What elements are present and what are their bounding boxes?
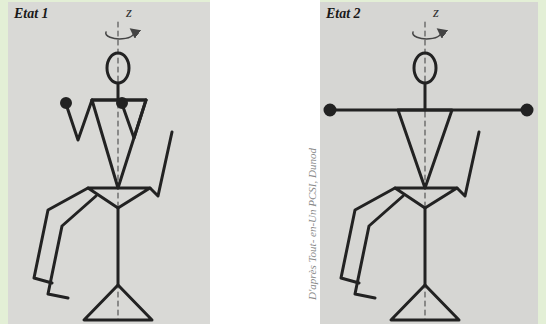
source-watermark: D'après Tout- en-Un PCSI, Dunod — [306, 148, 318, 300]
figure-state-1 — [34, 22, 172, 320]
panel-right — [320, 2, 538, 324]
state-title: Etat 1 — [14, 6, 49, 22]
figure-state-2 — [325, 22, 532, 320]
axis-label: z — [433, 4, 439, 21]
axis-label: z — [126, 4, 132, 21]
state-title: Etat 2 — [326, 6, 361, 22]
panel-left — [8, 2, 210, 324]
gap — [210, 0, 320, 324]
